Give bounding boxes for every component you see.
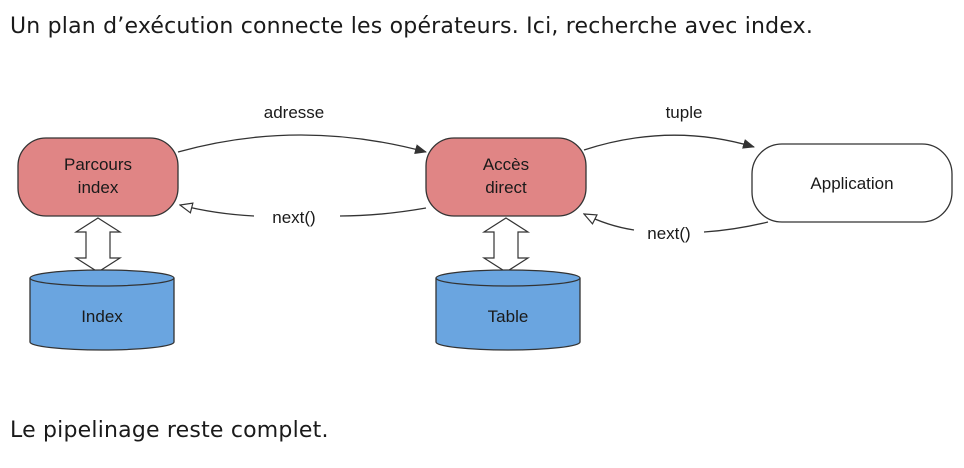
intro-text: Un plan d’exécution connecte les opérate… (10, 14, 814, 39)
operator-index-scan-line2: index (78, 178, 119, 197)
next-arrow-1-head (180, 205, 255, 217)
next-label-2: next() (647, 224, 690, 243)
operator-application: Application (751, 143, 953, 223)
index-double-arrow (73, 217, 123, 273)
operator-application-label: Application (810, 174, 893, 193)
next-arrow-1 (339, 207, 427, 217)
store-table-label: Table (488, 307, 529, 326)
operator-direct-access-line1: Accès (483, 155, 529, 174)
store-table: Table (435, 269, 581, 351)
operator-direct-access-line2: direct (485, 178, 527, 197)
table-double-arrow (481, 217, 531, 273)
operator-direct-access: Accès direct (425, 137, 587, 217)
address-label: adresse (264, 103, 324, 122)
tuple-label: tuple (666, 103, 703, 122)
operator-index-scan: Parcours index (17, 137, 179, 217)
store-index: Index (29, 269, 175, 351)
tuple-arrow (583, 134, 755, 151)
next-label-1: next() (272, 208, 315, 227)
outro-text: Le pipelinage reste complet. (10, 418, 329, 443)
operator-index-scan-line1: Parcours (64, 155, 132, 174)
next-arrow-2 (703, 221, 769, 233)
next-arrow-2-head (584, 214, 635, 231)
store-index-label: Index (81, 307, 123, 326)
address-arrow (177, 134, 427, 154)
